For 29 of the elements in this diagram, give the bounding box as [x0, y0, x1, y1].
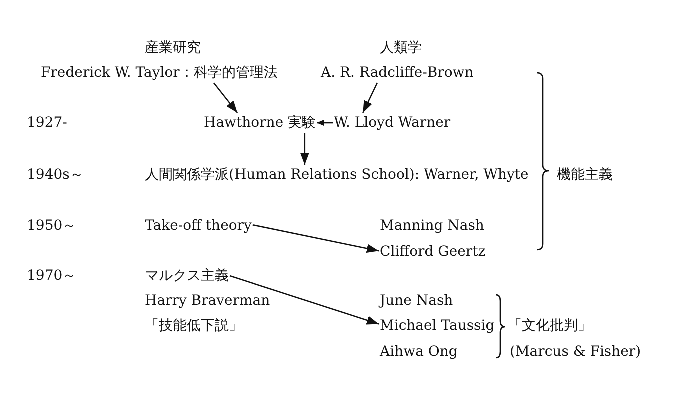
scholar-name: Manning Nash — [380, 217, 484, 235]
scholar-name: Clifford Geertz — [380, 243, 486, 261]
arrow — [213, 82, 238, 114]
theory-name: 「技能低下説」 — [145, 317, 243, 335]
experiment-name: Hawthorne 実験 — [204, 114, 316, 132]
year-label: 1970～ — [27, 267, 77, 285]
scholar-name: Michael Taussig — [380, 317, 495, 335]
scholar-name: W. Lloyd Warner — [334, 114, 451, 132]
group-label: 機能主義 — [557, 166, 613, 184]
column-heading: 産業研究 — [145, 39, 201, 57]
citation-text: (Marcus & Fisher) — [510, 343, 642, 361]
year-label: 1940s～ — [27, 166, 84, 184]
group-label: 「文化批判」 — [508, 317, 592, 335]
arrow — [252, 224, 380, 254]
scholar-name: June Nash — [380, 292, 454, 310]
arrow — [317, 120, 333, 126]
theory-name: マルクス主義 — [145, 267, 229, 285]
scholar-name: A. R. Radcliffe-Brown — [321, 64, 474, 82]
scholar-name: Harry Braverman — [145, 292, 270, 310]
arrow — [362, 82, 378, 114]
school-name: 人間関係学派(Human Relations School): Warner, Whyte — [145, 166, 529, 184]
scholar-name: Aihwa Ong — [380, 343, 458, 361]
column-heading: 人類学 — [380, 39, 422, 57]
scholar-name: Frederick W. Taylor：科学的管理法 — [41, 64, 278, 82]
year-label: 1927- — [27, 114, 68, 132]
year-label: 1950～ — [27, 217, 77, 235]
arrow — [300, 133, 310, 165]
theory-name: Take-off theory — [145, 217, 252, 235]
arrow — [230, 275, 380, 325]
